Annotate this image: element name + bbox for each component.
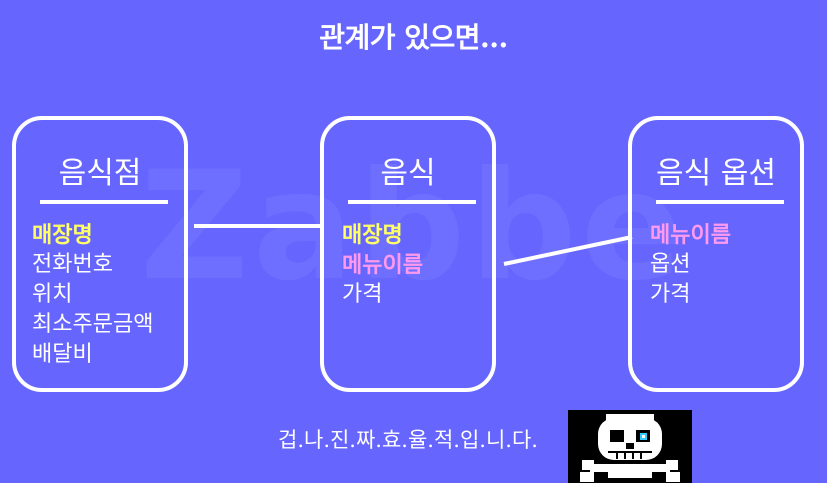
attribute: 최소주문금액 (32, 312, 154, 337)
entity-title: 음식점 (58, 156, 142, 191)
attribute-foreign-key: 메뉴이름 (650, 222, 731, 248)
entity-food: 음식 매장명 메뉴이름 가격 (320, 116, 496, 392)
attribute-list: 메뉴이름 옵션 가격 (650, 220, 731, 310)
entity-divider (656, 200, 784, 204)
entity-divider (348, 200, 476, 204)
attribute: 가격 (650, 282, 691, 307)
entity-food-option: 음식 옵션 메뉴이름 옵션 가격 (628, 116, 804, 392)
attribute-list: 매장명 메뉴이름 가격 (342, 220, 423, 310)
attribute: 가격 (342, 282, 383, 307)
attribute: 옵션 (650, 252, 691, 277)
attribute-primary-key: 매장명 (342, 222, 403, 248)
attribute-primary-key: 매장명 (32, 222, 93, 248)
slide-title: 관계가 있으면... (319, 21, 508, 54)
entity-title: 음식 옵션 (656, 156, 776, 191)
attribute-foreign-key: 메뉴이름 (342, 252, 423, 278)
entity-title: 음식 (380, 156, 436, 191)
attribute: 위치 (32, 282, 73, 307)
entity-divider (40, 200, 168, 204)
entity-restaurant: 음식점 매장명 전화번호 위치 최소주문금액 배달비 (12, 116, 188, 392)
attribute-list: 매장명 전화번호 위치 최소주문금액 배달비 (32, 220, 153, 370)
attribute: 배달비 (32, 342, 93, 367)
skull-pixel-art-icon (568, 410, 692, 483)
footer-caption: 겁.나.진.짜.효.율.적.입.니.다. (278, 428, 538, 452)
attribute: 전화번호 (32, 252, 113, 277)
relationship-line-food-option (503, 235, 633, 266)
